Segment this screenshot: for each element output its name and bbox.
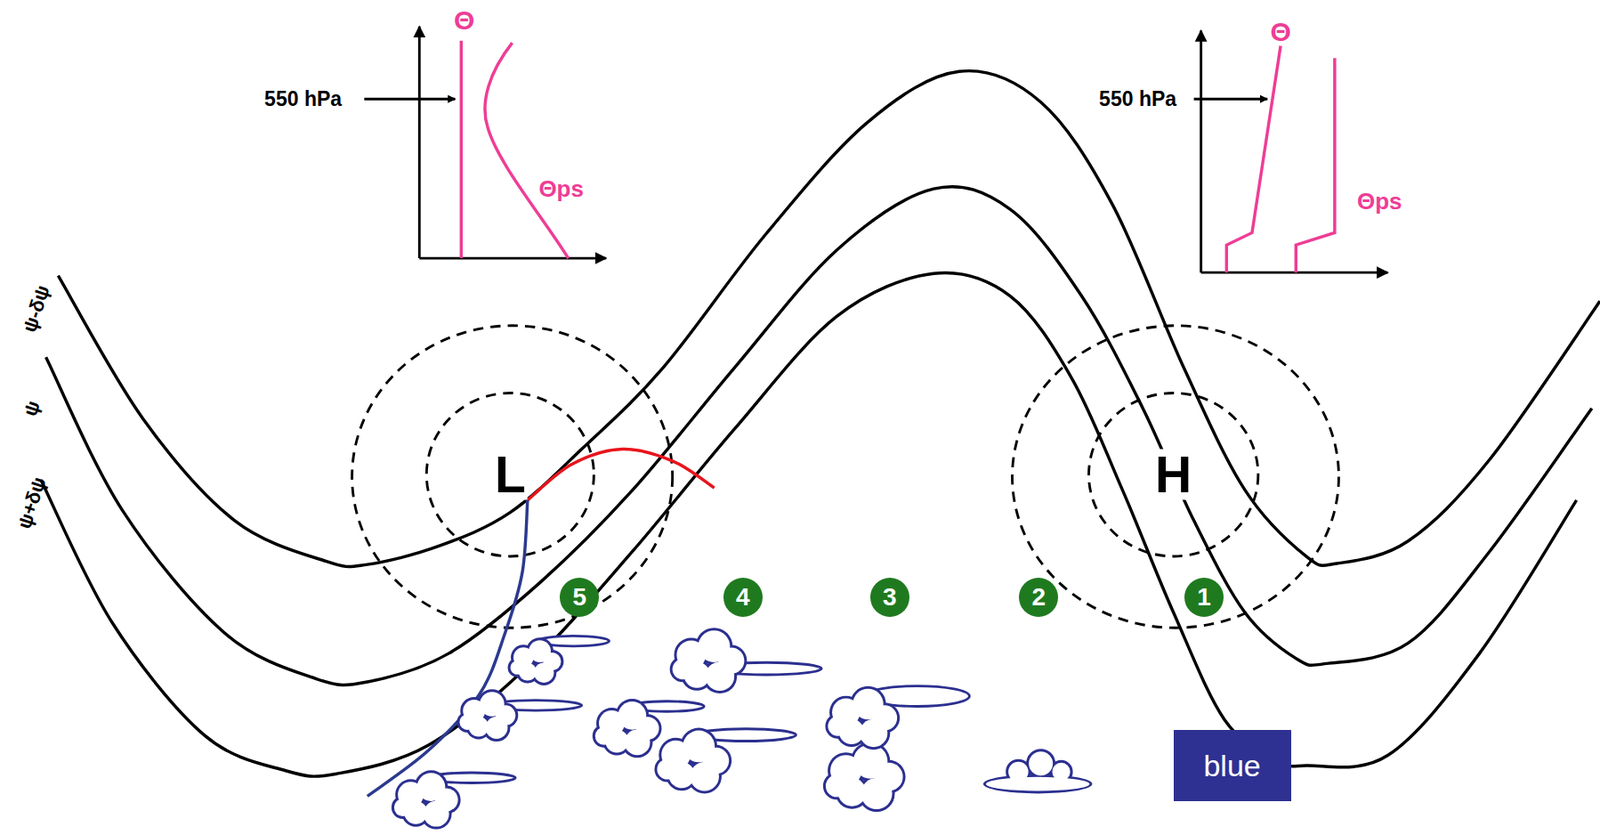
streamline xyxy=(40,273,1577,777)
callout-text: 1 xyxy=(1196,584,1212,610)
callout-text: 5 xyxy=(573,584,588,610)
theta-ps-profile xyxy=(1295,57,1335,273)
cold-front xyxy=(367,500,528,797)
clouds xyxy=(391,627,1093,829)
theta-profile xyxy=(1226,46,1281,274)
callout-text: 3 xyxy=(882,584,897,610)
cloud-fill xyxy=(1008,761,1028,782)
cloud-fill xyxy=(394,798,413,817)
theta-profile xyxy=(460,40,463,259)
color-label-box: blue xyxy=(1173,729,1292,801)
theta-ps-label: Θps xyxy=(538,177,584,201)
callout-number: 4 xyxy=(723,577,763,617)
warm-front xyxy=(527,449,715,501)
cloud-outline xyxy=(983,774,1092,794)
cumulus-cloud xyxy=(824,686,970,751)
cloud-fill xyxy=(533,662,554,682)
cloud-fill xyxy=(1028,751,1053,776)
cumulus-cloud xyxy=(456,688,582,742)
left-sounding-axes xyxy=(363,26,607,259)
streamline-label: ψ xyxy=(19,397,43,419)
high-pressure-label: H xyxy=(1153,449,1194,501)
callout-text: 2 xyxy=(1032,584,1047,610)
cloud-fill xyxy=(985,776,1091,792)
cloud-fill xyxy=(859,719,888,747)
callout-number: 5 xyxy=(559,577,599,617)
box-text: blue xyxy=(1203,750,1261,781)
cumulus-cloud xyxy=(508,635,610,685)
streamline-label: ψ-δψ xyxy=(20,282,55,335)
cloud-fill xyxy=(689,761,720,792)
callout-number: 3 xyxy=(870,577,910,617)
right-sounding-axes xyxy=(1194,30,1389,273)
cloud-fill xyxy=(624,729,651,756)
callout-number: 2 xyxy=(1018,577,1059,617)
cloud-fill xyxy=(656,759,678,780)
cloud-fill xyxy=(510,660,526,675)
theta-ps-profile xyxy=(484,42,569,259)
cloud-fill xyxy=(459,713,475,729)
streamline xyxy=(57,71,1600,567)
flat-cloud xyxy=(983,748,1092,793)
callout-number: 1 xyxy=(1184,577,1224,617)
cloud-fill xyxy=(705,662,736,692)
pressure-level-label: 550 hPa xyxy=(1098,88,1177,110)
low-pressure-label: L xyxy=(492,449,528,501)
callout-text: 4 xyxy=(735,584,751,610)
cloud-fill xyxy=(827,716,848,736)
theta-label: Θ xyxy=(1269,18,1291,46)
cloud-fill xyxy=(825,775,849,798)
theta-ps-label: Θps xyxy=(1357,189,1403,213)
theta-label: Θ xyxy=(453,7,475,34)
cloud-fill xyxy=(1051,762,1070,781)
cloud-fill xyxy=(595,727,614,745)
cumulus-cloud xyxy=(391,769,516,829)
streamline-label: ψ+δψ xyxy=(14,475,49,532)
cumulus-cloud xyxy=(823,741,906,812)
cumulus-cloud xyxy=(670,627,822,694)
cumulus-cloud xyxy=(654,727,796,794)
cloud-fill xyxy=(860,777,892,809)
streamlines xyxy=(40,71,1600,777)
pressure-level-label: 550 hPa xyxy=(264,88,342,110)
cloud-fill xyxy=(672,658,694,679)
isobars xyxy=(352,325,1340,628)
streamline xyxy=(46,186,1592,686)
cloud-fill xyxy=(484,716,508,739)
cloud-fill xyxy=(423,800,450,827)
